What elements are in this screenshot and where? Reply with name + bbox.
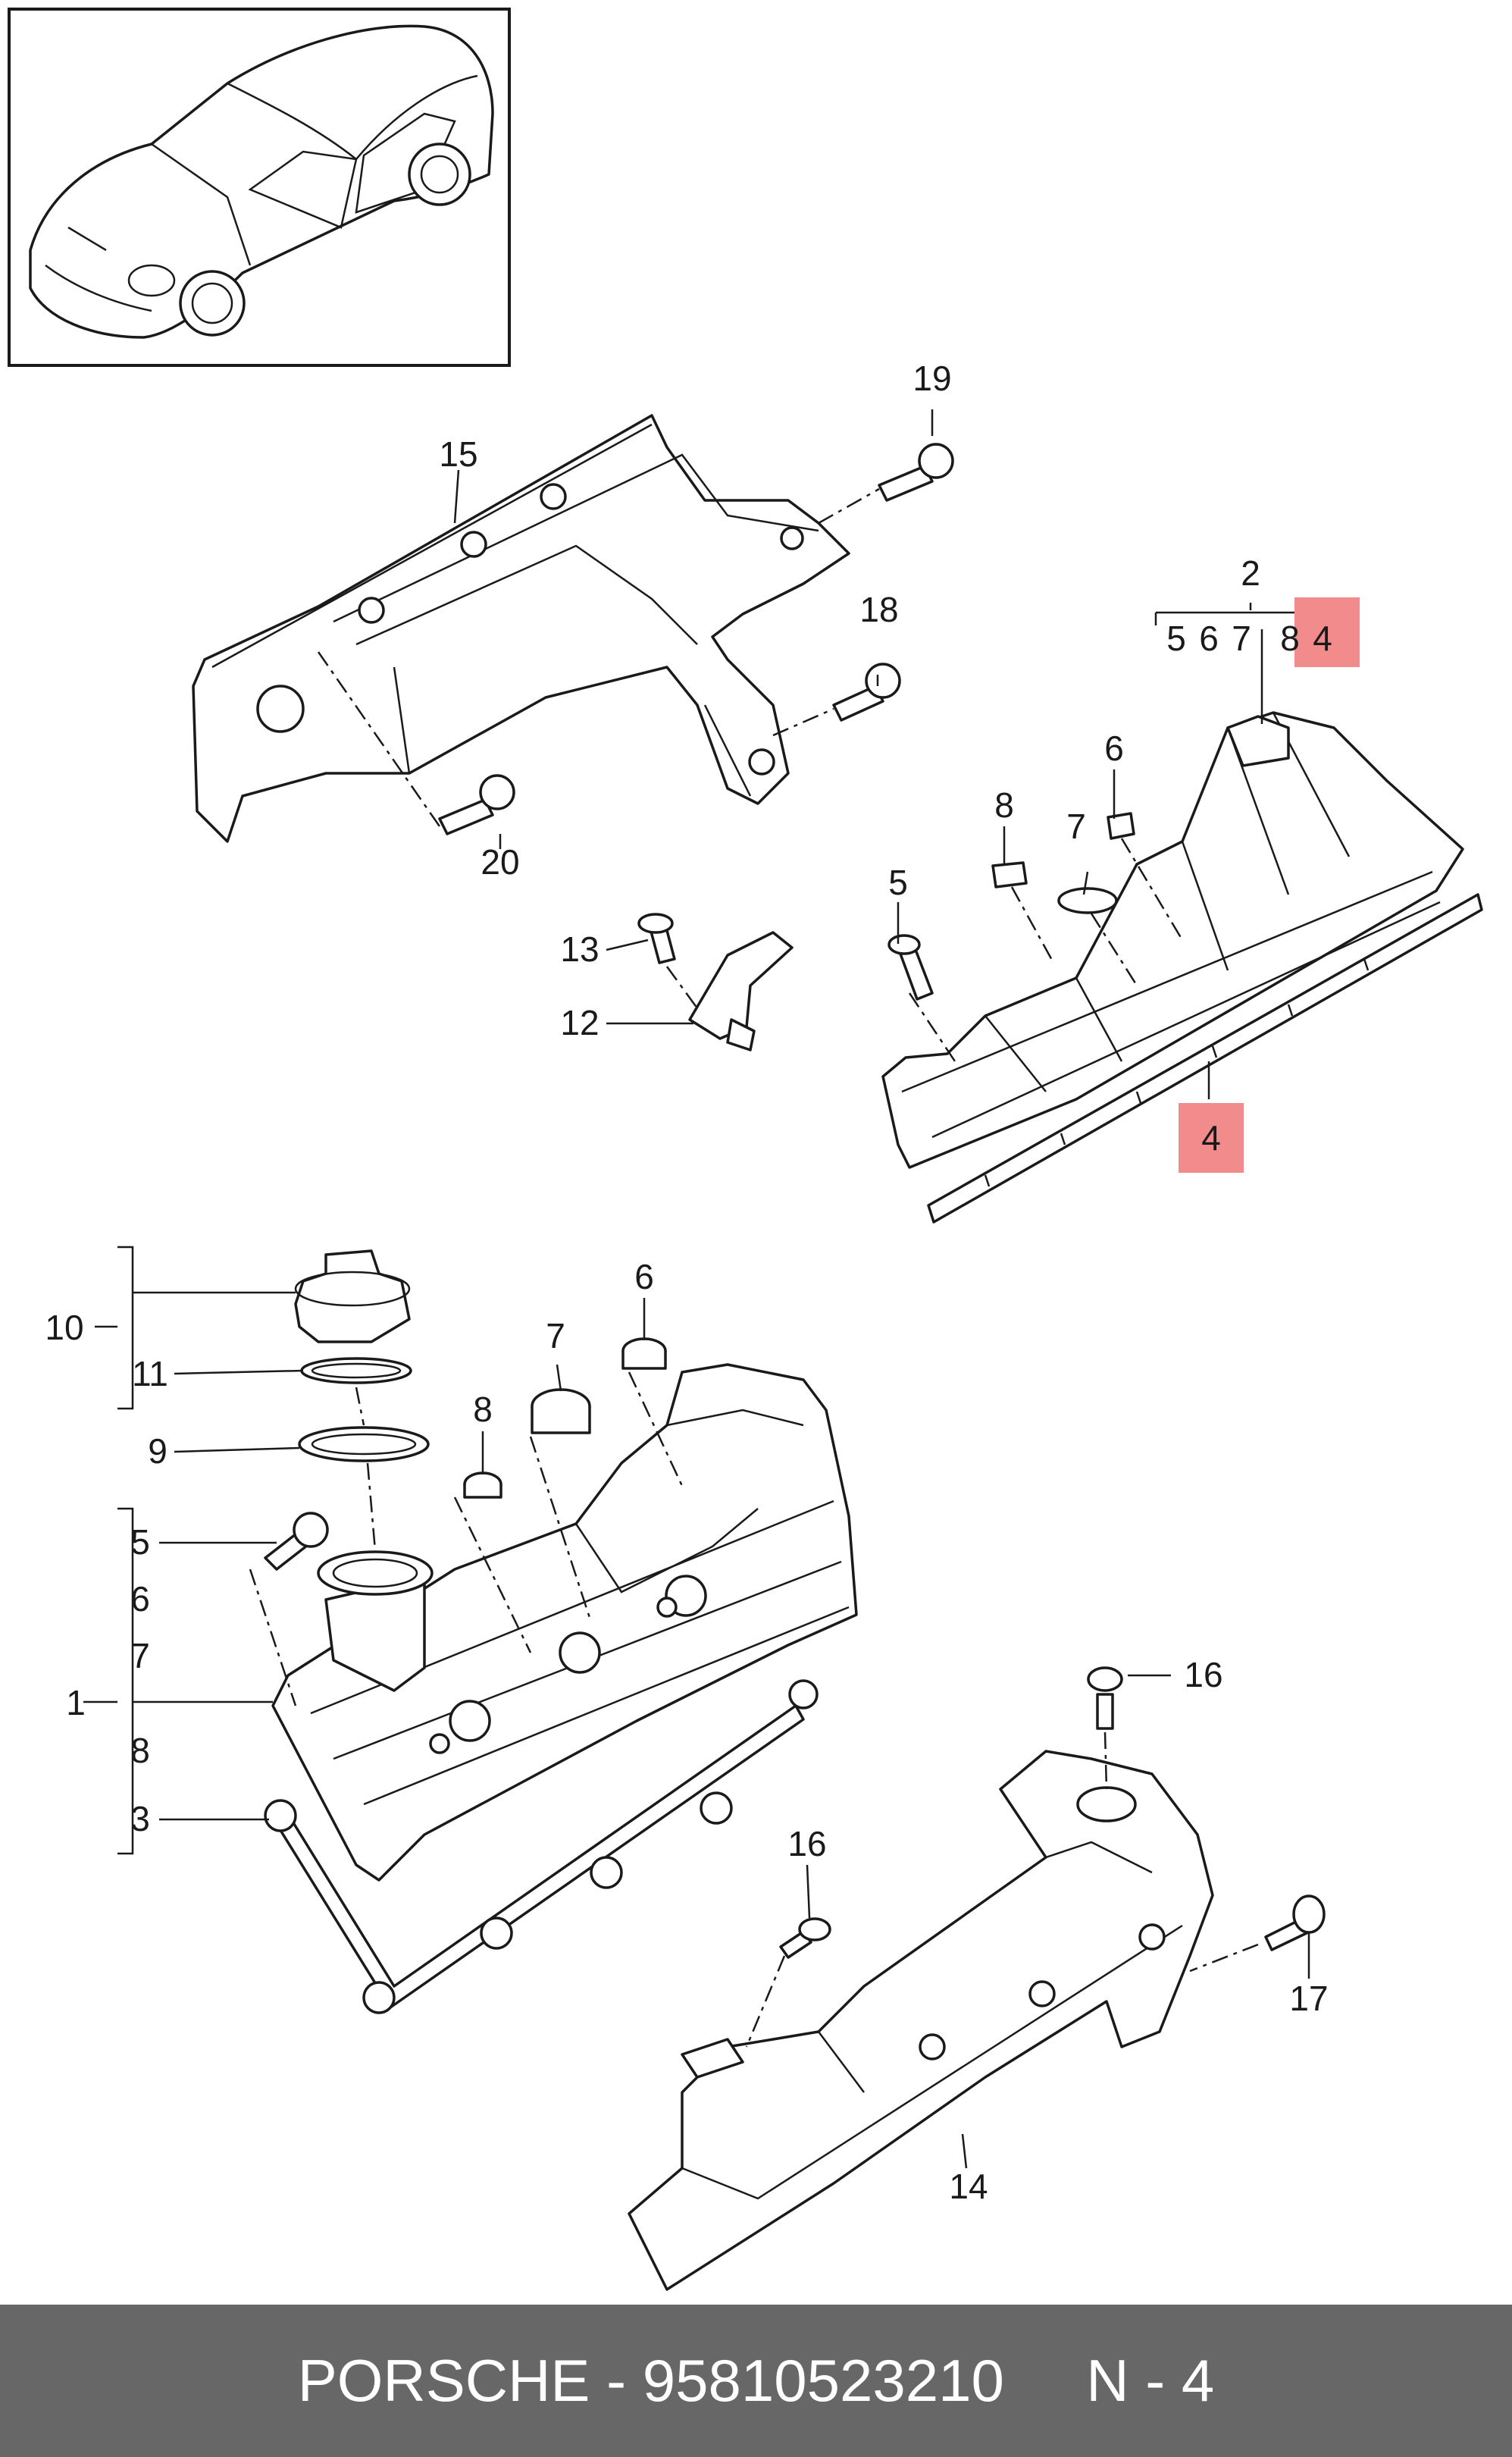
callout-4-bracket: 4 [1313, 619, 1332, 658]
callout-8-mid: 8 [473, 1390, 493, 1429]
callout-8-left: 8 [130, 1731, 150, 1770]
bolt-18 [832, 663, 901, 722]
bolt-16-top [1087, 1666, 1123, 1730]
callout-7-left: 7 [130, 1636, 150, 1675]
callout-3: 3 [130, 1799, 150, 1838]
callout-labels: 19 15 18 20 2 5 6 7 8 4 6 8 7 5 13 12 4 … [45, 359, 1332, 2206]
part-8-plug-left [463, 1471, 502, 1499]
part-5-bolt-left [264, 1512, 329, 1571]
highlight-box-bracket [1294, 597, 1360, 667]
callout-5-bracket: 5 [1166, 619, 1186, 658]
callout-17: 17 [1289, 1979, 1328, 2018]
callout-7-mid: 7 [546, 1316, 565, 1355]
callout-13: 13 [560, 929, 599, 969]
part-3-gasket-left [264, 1679, 819, 2014]
part-7-seal-left [531, 1388, 591, 1434]
bolt-20 [438, 774, 515, 835]
callout-18: 18 [859, 590, 898, 629]
bolt-17 [1264, 1894, 1326, 1951]
callout-6-top: 6 [1104, 729, 1124, 768]
callout-8-top: 8 [994, 785, 1014, 825]
part-10-oil-filler-cap [294, 1249, 411, 1343]
part-6-plug-left [621, 1337, 667, 1370]
callout-20: 20 [481, 842, 519, 882]
part-6-plug-right [1107, 812, 1135, 840]
bolt-19 [878, 443, 954, 502]
part-12-sensor [688, 931, 794, 1051]
part-13-screw [637, 913, 676, 964]
callout-6-left: 6 [130, 1579, 150, 1619]
callout-7-bracket: 7 [1232, 619, 1251, 658]
parts-diagram: 19 15 18 20 2 5 6 7 8 4 6 8 7 5 13 12 4 … [8, 8, 1483, 2291]
part-2-valve-cover-right [881, 711, 1464, 1169]
callout-15: 15 [439, 434, 477, 474]
callout-12: 12 [560, 1003, 599, 1042]
footer-part-number: PORSCHE - 95810523210 N - 4 [297, 2347, 1215, 2414]
part-4-gasket-right [927, 893, 1483, 1224]
callout-1: 1 [66, 1683, 86, 1722]
callout-6-bracket: 6 [1199, 619, 1219, 658]
part-7-seal-right [1057, 887, 1118, 914]
leader-lines [83, 409, 1347, 2169]
callout-11: 11 [132, 1354, 168, 1393]
callout-8-bracket: 8 [1280, 619, 1300, 658]
part-15-engine-cover-upper [192, 414, 850, 843]
part-9-filler-seal [298, 1426, 430, 1462]
callout-16-left: 16 [787, 1824, 826, 1863]
footer-bar: PORSCHE - 95810523210 N - 4 [0, 2305, 1512, 2457]
callout-9: 9 [148, 1431, 167, 1471]
callout-19: 19 [913, 359, 951, 398]
callout-7-top: 7 [1066, 807, 1086, 846]
callout-10: 10 [45, 1308, 83, 1347]
part-8-plug-right [991, 861, 1028, 888]
highlight-box-gasket [1179, 1103, 1244, 1173]
part-1-valve-cover-left [271, 1363, 858, 1882]
part-14-engine-cover-lower [628, 1750, 1214, 2291]
part-11-cap-seal [300, 1357, 412, 1384]
callout-5-left: 5 [130, 1522, 150, 1562]
callout-5-top: 5 [888, 863, 908, 902]
bolt-16-bottom [779, 1917, 831, 1959]
callout-14: 14 [949, 2167, 988, 2206]
callout-2: 2 [1241, 553, 1260, 593]
callout-16-right: 16 [1184, 1655, 1222, 1694]
part-5-bolt-right [887, 934, 934, 1001]
callout-4-gasket: 4 [1201, 1118, 1221, 1158]
callout-6-mid: 6 [634, 1257, 654, 1296]
vehicle-thumbnail [8, 8, 511, 367]
